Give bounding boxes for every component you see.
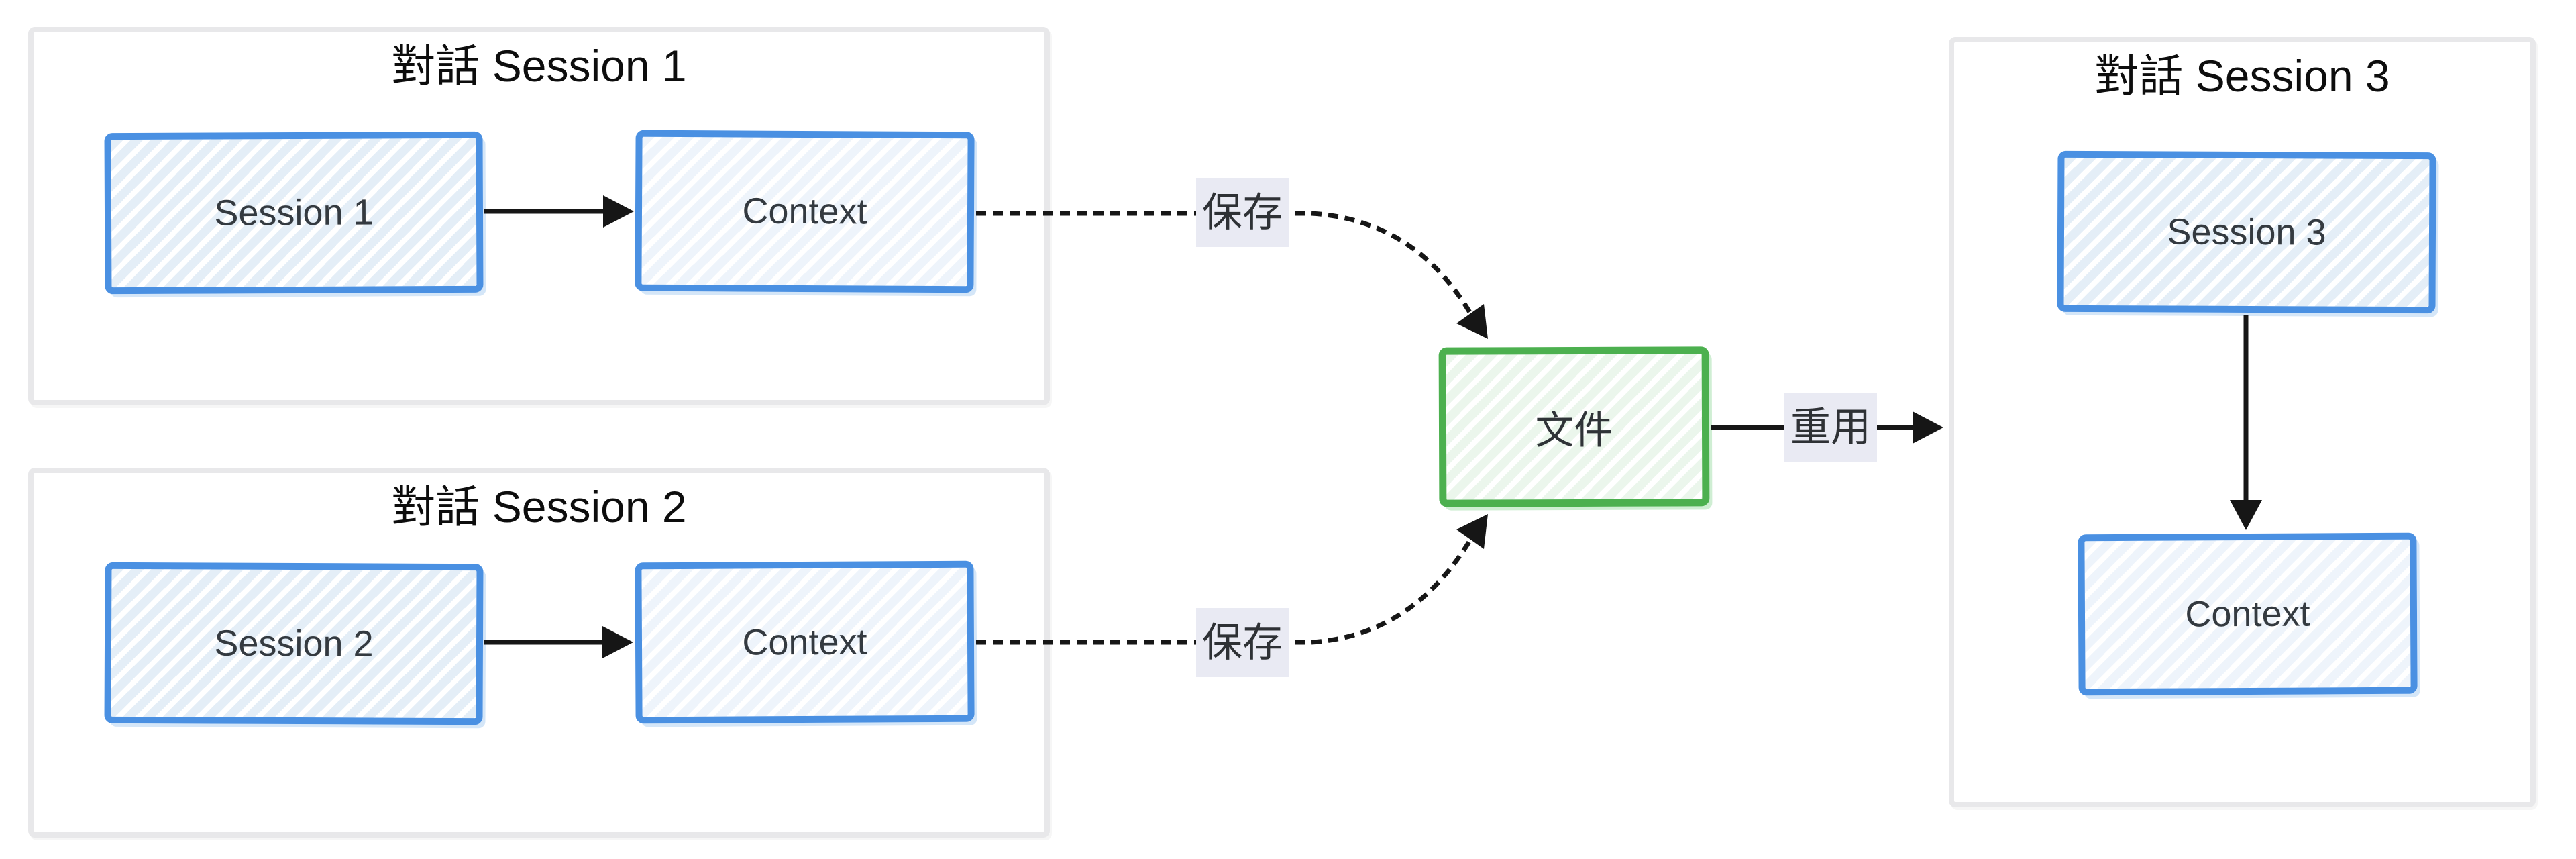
node-context3-label: Context [2185, 593, 2310, 635]
edge-label-reuse[interactable]: 重用 [1784, 393, 1877, 462]
node-context3[interactable]: Context [2078, 532, 2418, 696]
node-session3[interactable]: Session 3 [2057, 150, 2436, 314]
node-context1-label: Context [742, 191, 867, 232]
node-context1[interactable]: Context [635, 130, 975, 293]
edge-label-reuse-text: 重用 [1790, 404, 1871, 450]
node-context2-label: Context [742, 621, 867, 663]
edge-label-save-2[interactable]: 保存 [1196, 608, 1289, 677]
node-session2-label: Session 2 [214, 623, 374, 664]
container-session3-title: 對話 Session 3 [2094, 51, 2390, 101]
node-session3-label: Session 3 [2167, 211, 2326, 253]
node-file[interactable]: 文件 [1438, 346, 1710, 507]
edge-label-save-1[interactable]: 保存 [1196, 178, 1289, 247]
container-session1-title: 對話 Session 1 [391, 41, 687, 91]
node-context2[interactable]: Context [635, 560, 975, 724]
node-file-label: 文件 [1535, 408, 1613, 453]
container-session2-title: 對話 Session 2 [391, 482, 687, 532]
node-session2[interactable]: Session 2 [104, 562, 484, 725]
node-session1-label: Session 1 [214, 192, 374, 234]
node-session1[interactable]: Session 1 [104, 131, 484, 295]
edge-label-save-2-text: 保存 [1202, 619, 1283, 665]
edge-label-save-1-text: 保存 [1202, 189, 1283, 235]
